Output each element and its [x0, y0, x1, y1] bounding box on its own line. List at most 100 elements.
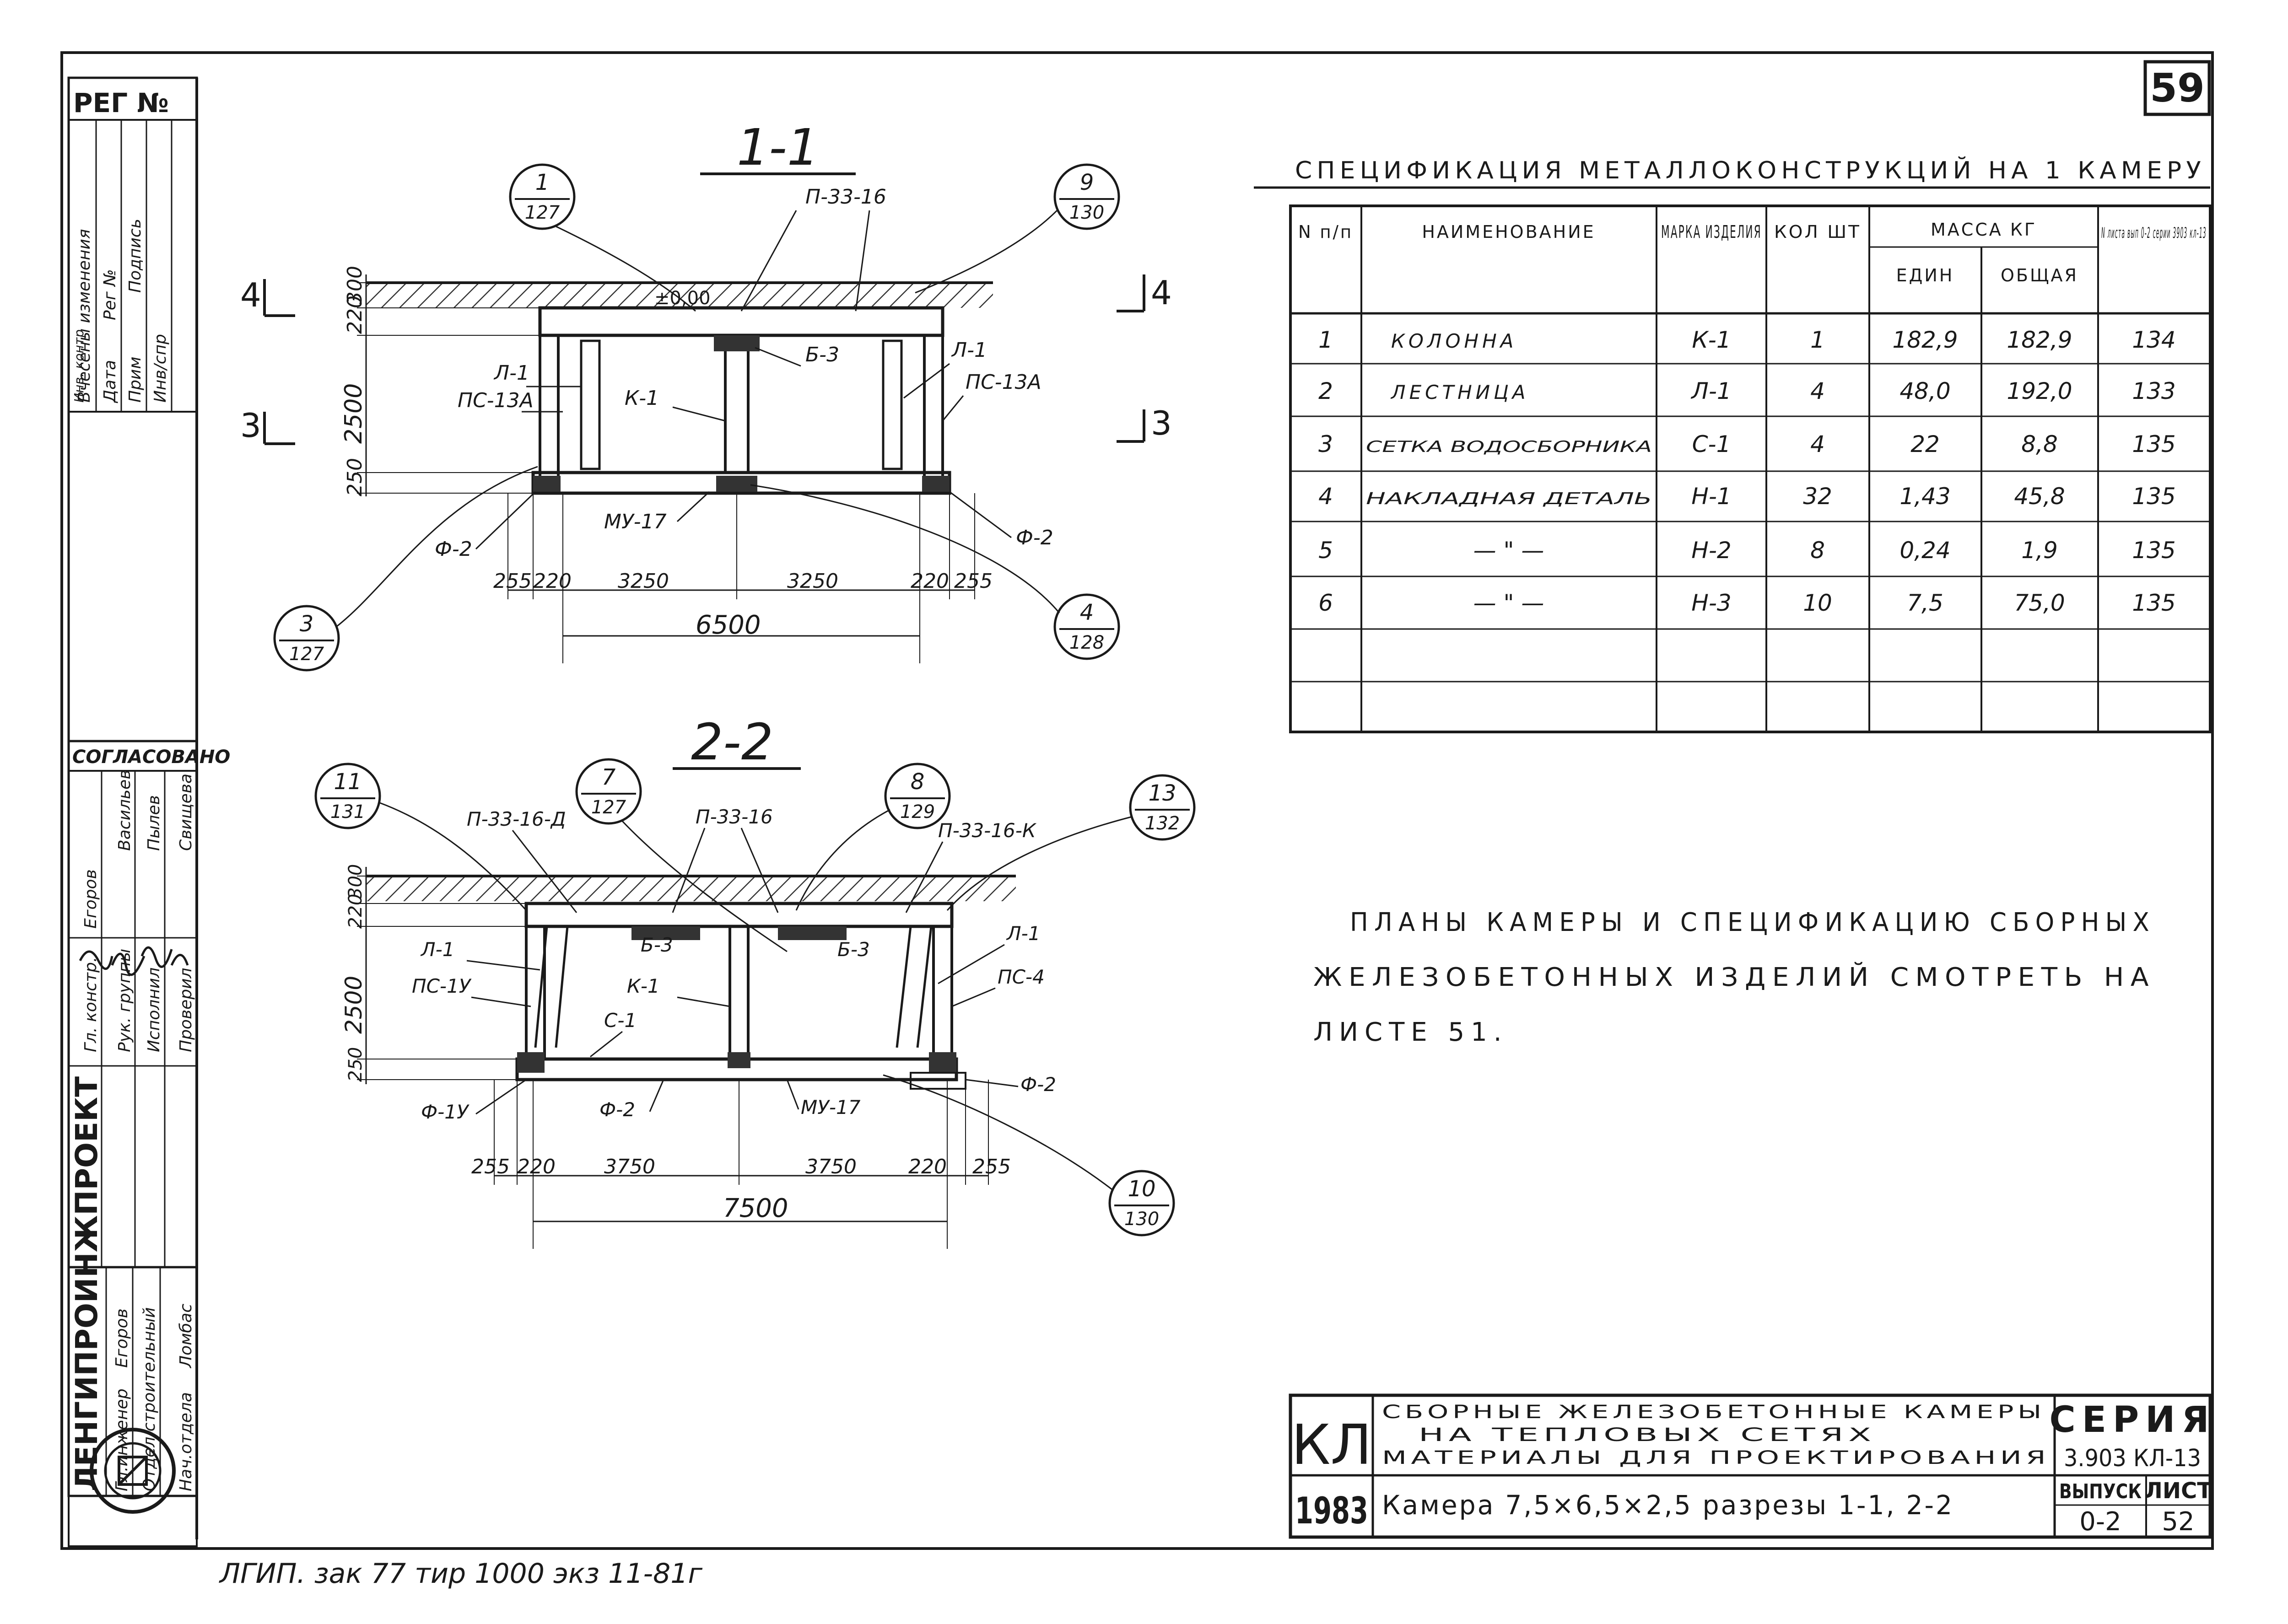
agreed-role-4: Проверил	[177, 968, 195, 1052]
label-l1-left-2: Л-1	[420, 938, 454, 961]
label-k1-1: К-1	[625, 387, 659, 410]
hdr-unit: ЕДИН	[1896, 265, 1954, 285]
soil-fill-1	[366, 283, 993, 308]
label-mu-1: МУ-17	[604, 510, 667, 533]
vertical-dims-2: 300 220 2500 250	[340, 864, 526, 1084]
note-line-2: ЖЕЛЕЗОБЕТОННЫХ ИЗДЕЛИЙ СМОТРЕТЬ НА	[1313, 962, 2155, 992]
change-stamp-title: Вчесены изменения	[75, 229, 94, 403]
svg-text:3250: 3250	[787, 570, 838, 593]
ladder-left-2	[534, 926, 548, 1048]
agreed-role-2: Рук. группы	[115, 949, 134, 1052]
label-p-slab-1: П-33-16	[805, 185, 886, 209]
label-f2-mid-2: Ф-2	[599, 1098, 635, 1121]
table-row: 1 КОЛОННА К-1 1 182,9 182,9 134	[1318, 327, 2176, 353]
svg-text:1: 1	[1810, 327, 1825, 353]
tb-sheet-value: 52	[2162, 1507, 2194, 1537]
svg-text:7,5: 7,5	[1907, 590, 1943, 616]
callout-1-127: 1 127	[509, 163, 696, 312]
tb-desc-1: СБОРНЫЕ ЖЕЛЕЗОБЕТОННЫЕ КАМЕРЫ	[1382, 1402, 2045, 1423]
spec-table: СПЕЦИФИКАЦИЯ МЕТАЛЛОКОНСТРУКЦИЙ НА 1 КАМ…	[1254, 156, 2212, 733]
dept-name-3: Ломбас	[177, 1303, 195, 1369]
label-p-left-2: П-33-16-Д	[467, 808, 566, 830]
table-row: 3 СЕТКА ВОДОСБОРНИКА С-1 4 22 8,8 135	[1318, 431, 2176, 457]
label-f2-right-2: Ф-2	[1020, 1073, 1056, 1096]
agreed-role-1: Гл. констр.	[81, 957, 100, 1052]
dept-name-1: Егоров	[113, 1308, 131, 1368]
svg-text:3: 3	[300, 611, 314, 637]
page-number: 59	[2150, 65, 2205, 111]
svg-text:220: 220	[908, 1155, 947, 1178]
svg-text:192,0: 192,0	[2007, 378, 2072, 404]
title-block: КЛ 1983 СБОРНЫЕ ЖЕЛЕЗОБЕТОННЫЕ КАМЕРЫ НА…	[1289, 1393, 2212, 1539]
svg-text:1,43: 1,43	[1899, 483, 1950, 510]
svg-text:4: 4	[1080, 600, 1094, 625]
label-f1y-2: Ф-1У	[421, 1101, 469, 1123]
left-title-strip: РЕГ № Вчесены изменения Дата Рег № Прим …	[67, 76, 230, 1547]
label-b3-1: Б-3	[805, 343, 839, 366]
svg-text:Н-1: Н-1	[1691, 483, 1731, 510]
svg-text:48,0: 48,0	[1899, 378, 1950, 404]
svg-text:1: 1	[535, 170, 550, 195]
svg-text:250: 250	[343, 458, 367, 496]
hdr-total: ОБЩАЯ	[2001, 265, 2078, 285]
note-line-3: ЛИСТЕ 51.	[1313, 1017, 1508, 1047]
svg-text:Н-3: Н-3	[1691, 590, 1731, 616]
callout-8-129: 8 129	[795, 763, 951, 911]
callout-3-127: 3 127	[273, 466, 538, 672]
svg-text:32: 32	[1803, 483, 1832, 510]
hdr-mark: МАРКА ИЗДЕЛИЯ	[1661, 222, 1762, 242]
svg-text:2: 2	[1318, 378, 1333, 404]
svg-text:220: 220	[343, 296, 367, 334]
svg-text:К-1: К-1	[1692, 327, 1731, 353]
svg-text:1,9: 1,9	[2021, 537, 2058, 564]
hdr-mass: МАССА КГ	[1931, 220, 2037, 240]
svg-text:7: 7	[602, 764, 616, 790]
svg-text:Н-2: Н-2	[1691, 537, 1731, 564]
agreed-role-3: Исполнил	[145, 968, 163, 1052]
svg-text:135: 135	[2132, 590, 2175, 616]
svg-text:4: 4	[1151, 274, 1172, 312]
change-stamp-date: Дата	[101, 360, 119, 403]
horizontal-dims-2: 255 220 3750 3750 220 255 7500	[471, 1080, 1011, 1249]
tb-subject: Камера 7,5×6,5×2,5 разрезы 1-1, 2-2	[1382, 1490, 1954, 1521]
beam-b3-left-2	[631, 926, 700, 940]
agreed-name-3: Пылев	[145, 795, 163, 851]
table-row: 6 — " — Н-3 10 7,5 75,0 135	[1318, 590, 2176, 616]
svg-text:45,8: 45,8	[2014, 483, 2065, 510]
svg-text:220: 220	[517, 1155, 556, 1178]
dept-role-3: Нач.отдела	[177, 1392, 195, 1491]
callout-10-130: 10 130	[883, 1074, 1175, 1237]
svg-text:10: 10	[1803, 590, 1832, 616]
svg-text:3: 3	[1151, 404, 1172, 442]
section-1-title: 1-1	[737, 118, 819, 177]
section-1-1: 1-1 ±0,00 П-33-16 Л-1 ПС-13А Л-1 ПС-13А …	[240, 118, 1172, 672]
hdr-name: НАИМЕНОВАНИЕ	[1422, 222, 1595, 242]
svg-text:130: 130	[1124, 1209, 1159, 1230]
svg-text:3: 3	[1318, 431, 1333, 457]
svg-text:6: 6	[1318, 590, 1333, 616]
total-width-2: 7500	[723, 1194, 788, 1223]
label-p-right-2: П-33-16-К	[938, 819, 1037, 842]
callout-9-130: 9 130	[915, 163, 1120, 294]
svg-text:127: 127	[289, 644, 324, 665]
callout-4-128: 4 128	[750, 484, 1120, 660]
svg-text:130: 130	[1069, 202, 1104, 223]
svg-text:10: 10	[1128, 1176, 1155, 1202]
tb-series-value: 3.903 КЛ-13	[2064, 1445, 2201, 1472]
label-pc-left-1: ПС-13А	[458, 389, 534, 412]
svg-text:134: 134	[2132, 327, 2175, 353]
change-stamp-control: Инв. контр	[71, 329, 86, 403]
svg-text:22: 22	[1910, 431, 1940, 457]
label-l1-left-1: Л-1	[493, 361, 529, 385]
label-b3-right-2: Б-3	[837, 938, 870, 961]
svg-text:ЛЕСТНИЦА: ЛЕСТНИЦА	[1390, 381, 1529, 403]
agreed-label: СОГЛАСОВАНО	[72, 747, 230, 768]
label-mu-2: МУ-17	[801, 1096, 861, 1119]
svg-text:132: 132	[1145, 813, 1180, 834]
svg-text:127: 127	[591, 797, 626, 818]
label-l1-right-2: Л-1	[1006, 922, 1040, 945]
table-row: 4 НАКЛАДНАЯ ДЕТАЛЬ Н-1 32 1,43 45,8 135	[1318, 483, 2176, 510]
spec-title: СПЕЦИФИКАЦИЯ МЕТАЛЛОКОНСТРУКЦИЙ НА 1 КАМ…	[1295, 156, 2206, 184]
label-b3-left-2: Б-3	[641, 934, 673, 956]
label-k1-2: К-1	[627, 975, 660, 997]
